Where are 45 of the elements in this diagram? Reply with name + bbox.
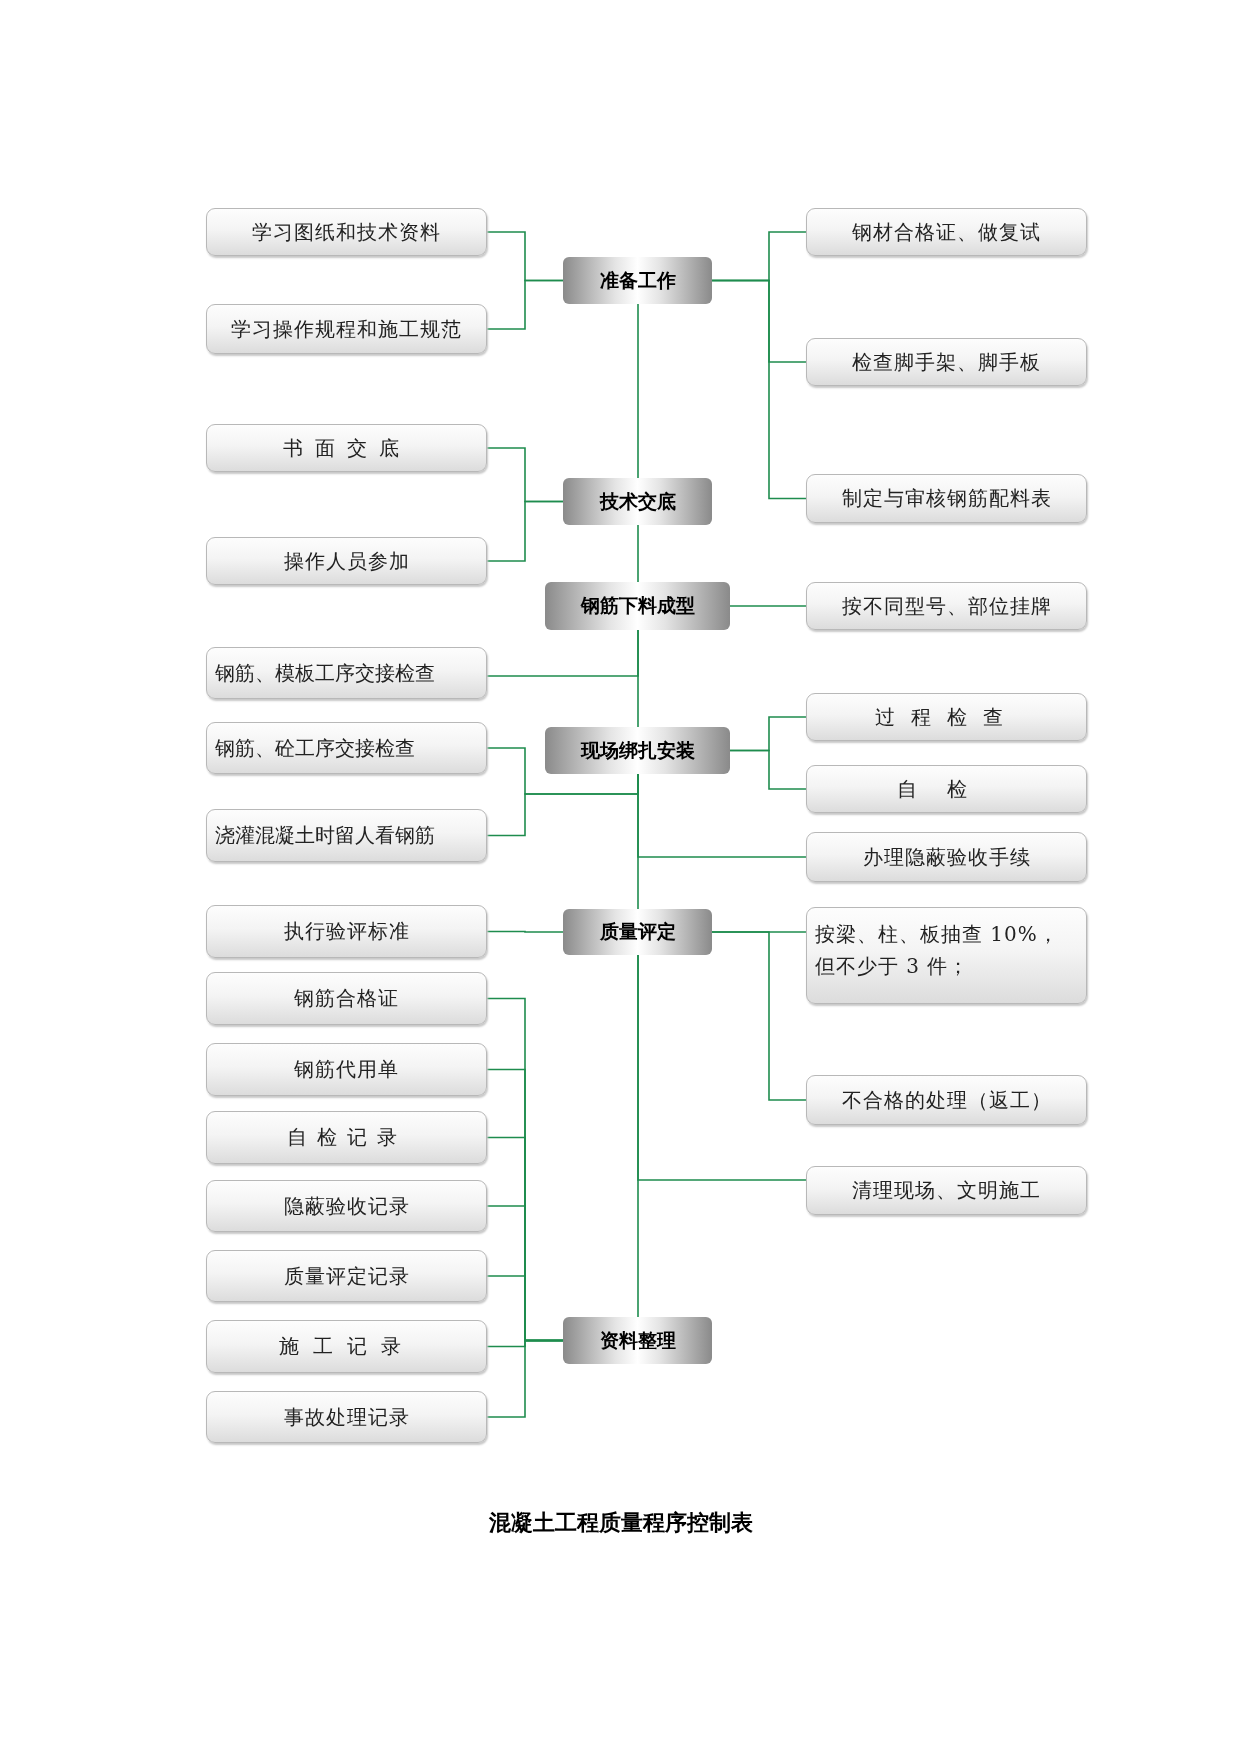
connector-line: [486, 930, 564, 933]
process-box: 学习操作规程和施工规范: [206, 304, 487, 354]
connector-line: [637, 303, 639, 479]
process-box: 制定与审核钢筋配料表: [806, 474, 1087, 523]
process-box: 操作人员参加: [206, 537, 487, 585]
stage-box: 技术交底: [563, 478, 712, 525]
process-box: 办理隐蔽验收手续: [806, 832, 1087, 882]
connector-line: [637, 773, 639, 910]
process-box: 隐蔽验收记录: [206, 1180, 487, 1232]
process-box: 钢筋代用单: [206, 1043, 487, 1096]
process-box: 按不同型号、部位挂牌: [806, 582, 1087, 630]
process-box: 自检记录: [206, 1111, 487, 1164]
process-box: 清理现场、文明施工: [806, 1166, 1087, 1215]
process-box: 学习图纸和技术资料: [206, 208, 487, 256]
connector-line: [729, 605, 807, 607]
stage-box: 现场绑扎安装: [545, 727, 730, 774]
connector-line: [637, 629, 639, 728]
process-box: 检查脚手架、脚手板: [806, 338, 1087, 386]
connector-line: [711, 931, 807, 1101]
connector-line: [637, 954, 639, 1318]
connector-line: [486, 500, 564, 562]
stage-box: 钢筋下料成型: [545, 582, 730, 630]
stage-box: 准备工作: [563, 257, 712, 304]
connector-line: [729, 749, 807, 790]
connector-line: [486, 279, 564, 330]
connector-line: [711, 279, 807, 500]
stage-box: 资料整理: [563, 1317, 712, 1364]
caption: 混凝土工程质量程序控制表: [487, 1509, 754, 1537]
process-box: 钢材合格证、做复试: [806, 208, 1087, 256]
process-box: 不合格的处理（返工）: [806, 1075, 1087, 1125]
process-box: 钢筋、砼工序交接检查: [206, 722, 487, 774]
connector-line: [637, 524, 639, 583]
process-box: 执行验评标准: [206, 905, 487, 958]
process-box: 钢筋合格证: [206, 972, 487, 1025]
process-box: 施工记录: [206, 1320, 487, 1373]
process-box: 书面交底: [206, 424, 487, 472]
stage-box: 质量评定: [563, 909, 712, 955]
process-box: 按梁、柱、板抽查 10%，但不少于 3 件；: [806, 907, 1087, 1004]
connector-line: [486, 1339, 564, 1418]
process-box: 质量评定记录: [206, 1250, 487, 1302]
process-box: 浇灌混凝土时留人看钢筋: [206, 809, 487, 862]
process-box: 过程检查: [806, 693, 1087, 741]
process-box: 自检: [806, 765, 1087, 813]
process-box: 钢筋、模板工序交接检查: [206, 647, 487, 699]
process-box: 事故处理记录: [206, 1391, 487, 1443]
